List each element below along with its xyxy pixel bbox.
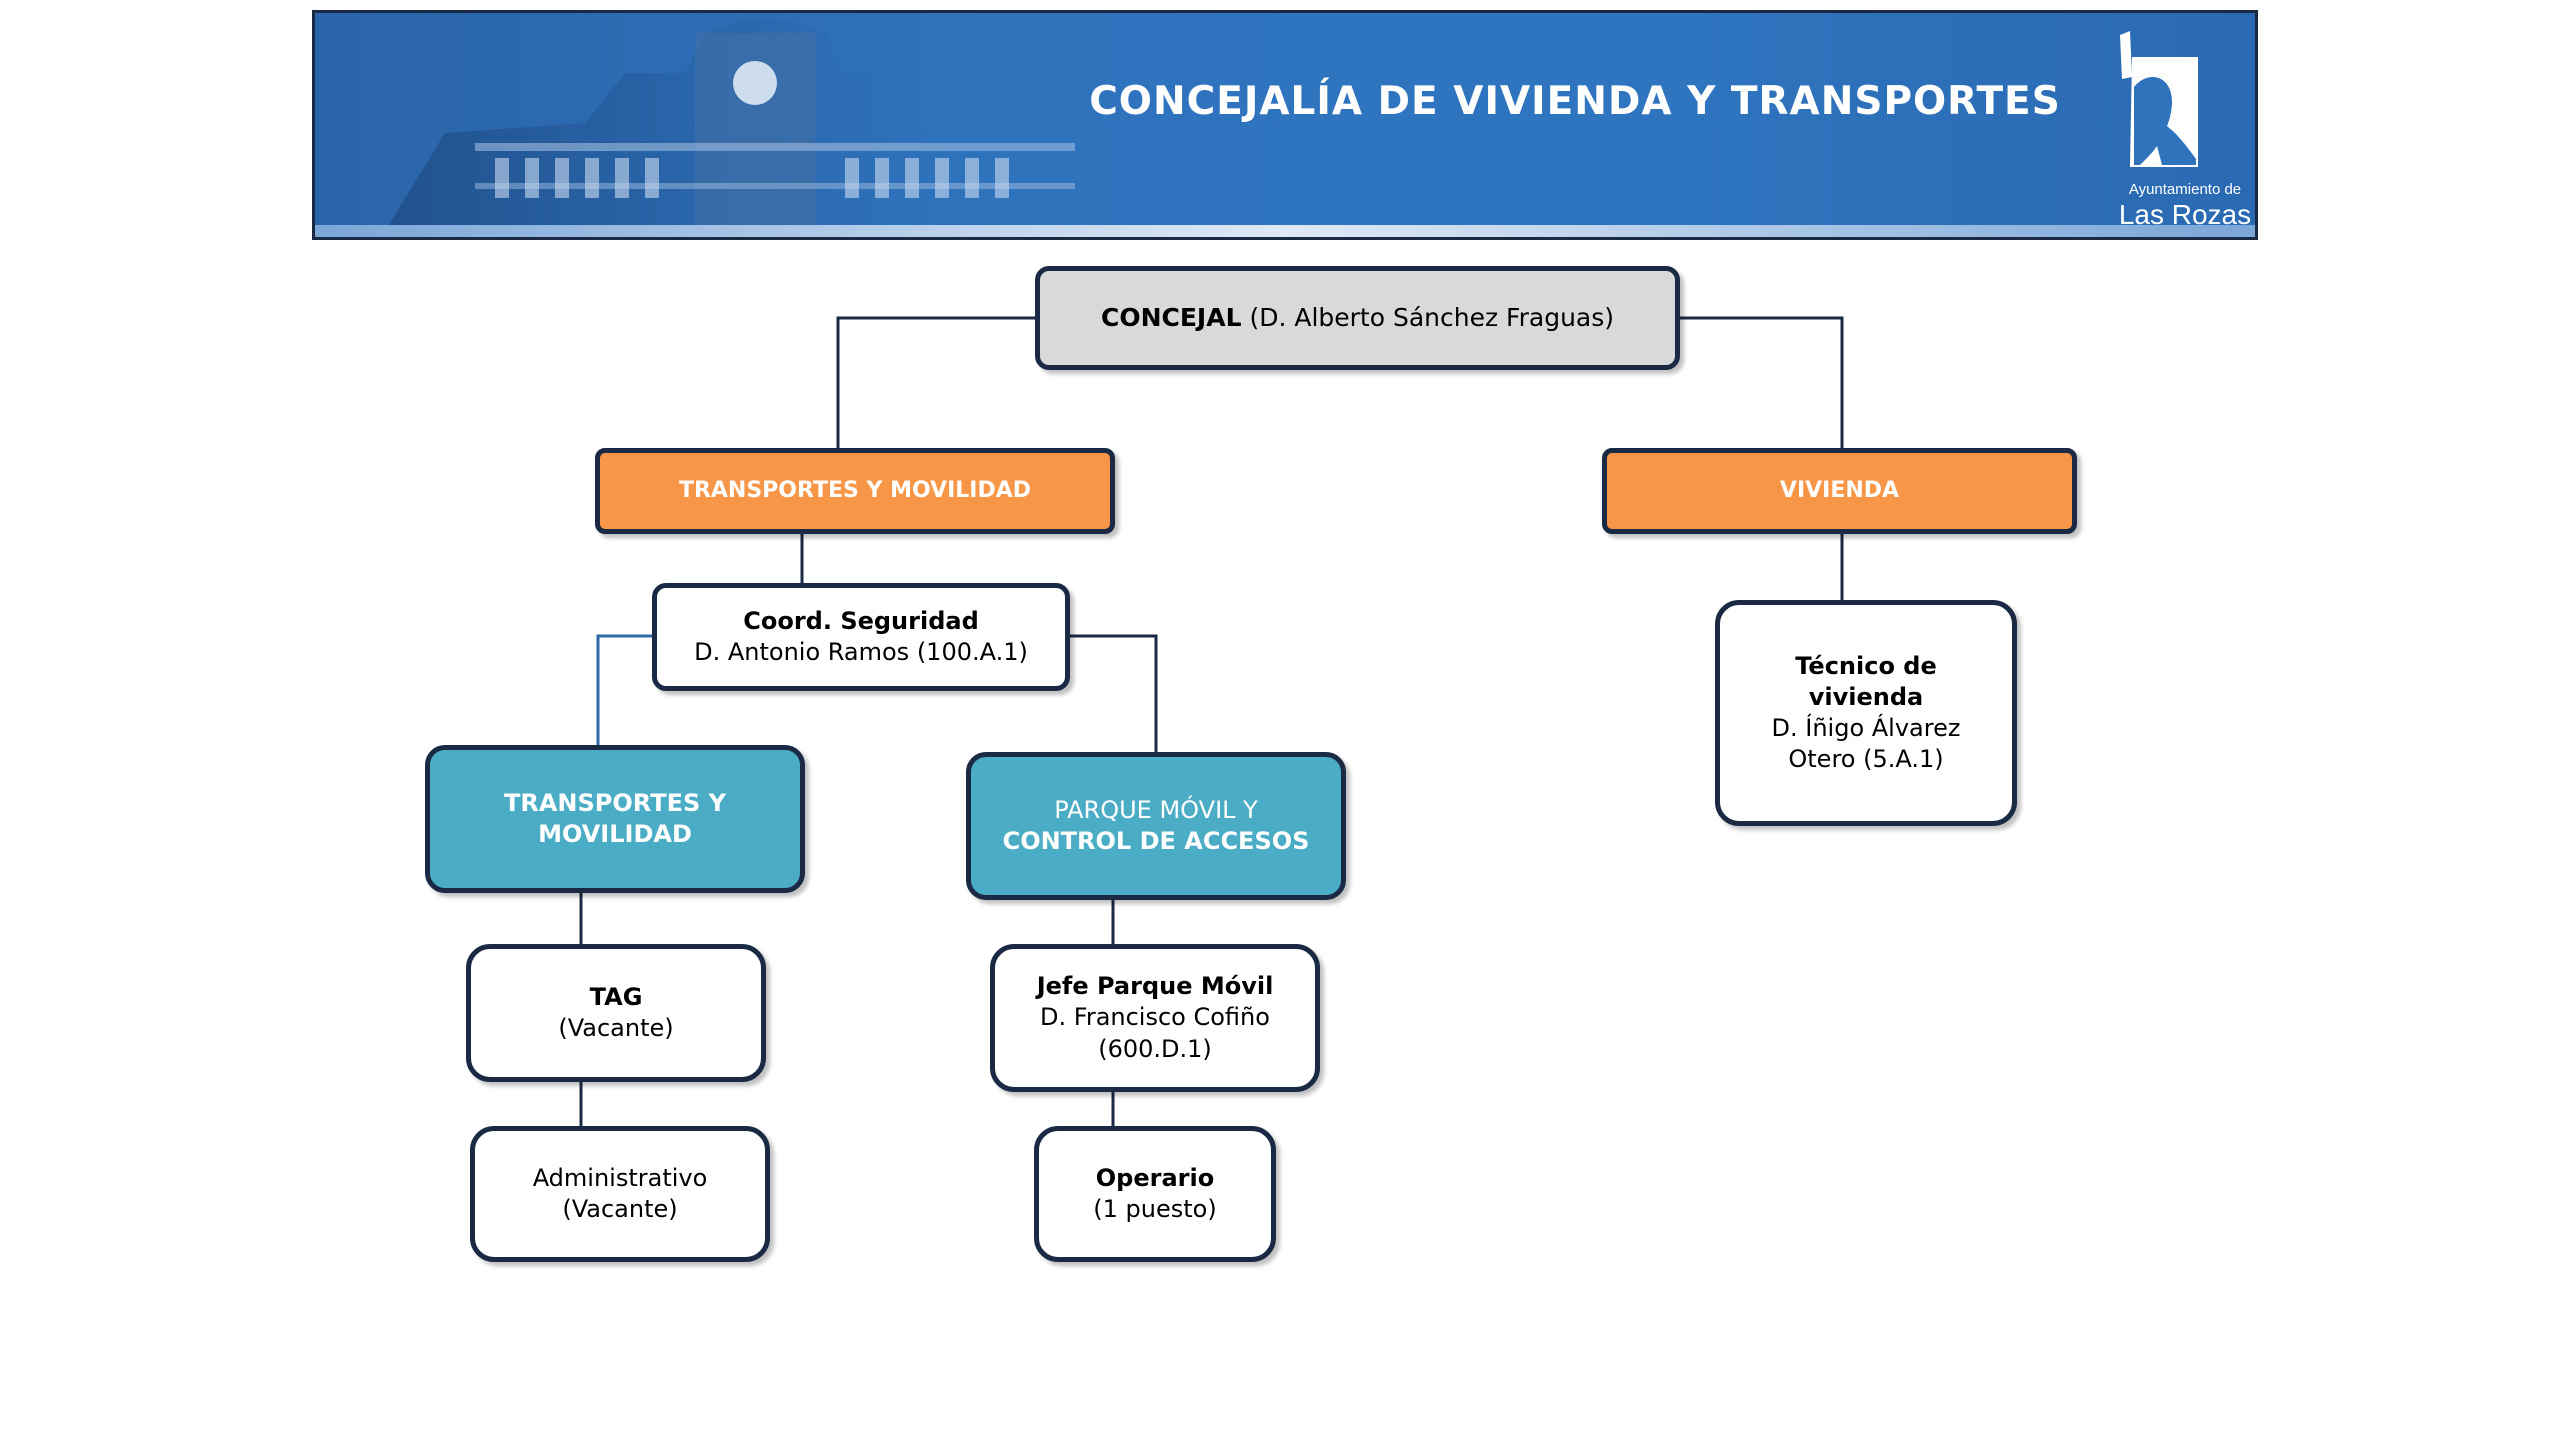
parque-line1: PARQUE MÓVIL Y xyxy=(1054,795,1258,824)
jefe-role: Jefe Parque Móvil xyxy=(1036,972,1274,1001)
coord-seguridad-box: Coord. Seguridad D. Antonio Ramos (100.A… xyxy=(652,583,1070,691)
vivienda-label: VIVIENDA xyxy=(1779,477,1900,503)
connector-coord-parque xyxy=(1068,634,1158,758)
tag-status: (Vacante) xyxy=(558,1014,674,1042)
town-hall-building-image xyxy=(385,19,1185,231)
tag-role: TAG xyxy=(589,982,643,1011)
jefe-name: D. Francisco Cofiño xyxy=(1040,1003,1270,1032)
logo-caption-main: Las Rozas xyxy=(2118,199,2252,230)
coord-name: D. Antonio Ramos (100.A.1) xyxy=(694,638,1028,666)
transportes-sub-line1: TRANSPORTES Y xyxy=(504,788,726,817)
transportes-sub-box: TRANSPORTES Y MOVILIDAD xyxy=(425,745,805,893)
connector-coord-transportes-sub xyxy=(596,634,655,752)
coord-role: Coord. Seguridad xyxy=(743,606,979,635)
page-title: CONCEJALÍA DE VIVIENDA Y TRANSPORTES xyxy=(1089,79,2061,124)
header-banner: CONCEJALÍA DE VIVIENDA Y TRANSPORTES Ayu… xyxy=(312,10,2258,240)
tecnico-line3: D. Íñigo Álvarez xyxy=(1771,714,1961,742)
tag-box: TAG (Vacante) xyxy=(466,944,766,1082)
vivienda-box: VIVIENDA xyxy=(1602,448,2077,534)
transportes-movilidad-label: TRANSPORTES Y MOVILIDAD xyxy=(678,477,1032,503)
las-rozas-logo-icon xyxy=(2120,31,2198,167)
parque-movil-box: PARQUE MÓVIL Y CONTROL DE ACCESOS xyxy=(966,752,1346,900)
tecnico-line2: vivienda xyxy=(1808,682,1924,711)
banner-bottom-stripe xyxy=(315,225,2255,237)
operario-count: (1 puesto) xyxy=(1093,1195,1217,1223)
connector-concejal-transportes xyxy=(836,316,1040,452)
administrativo-status: (Vacante) xyxy=(562,1195,678,1223)
concejal-box: CONCEJAL (D. Alberto Sánchez Fraguas) xyxy=(1035,266,1680,370)
operario-role: Operario xyxy=(1095,1163,1215,1192)
transportes-movilidad-box: TRANSPORTES Y MOVILIDAD xyxy=(595,448,1115,534)
tecnico-line4: Otero (5.A.1) xyxy=(1788,745,1944,774)
concejal-role: CONCEJAL xyxy=(1100,302,1242,332)
jefe-code: (600.D.1) xyxy=(1098,1034,1212,1063)
tecnico-vivienda-box: Técnico de vivienda D. Íñigo Álvarez Ote… xyxy=(1715,600,2017,826)
operario-box: Operario (1 puesto) xyxy=(1034,1126,1276,1262)
transportes-sub-line2: MOVILIDAD xyxy=(538,820,692,848)
tecnico-line1: Técnico de xyxy=(1795,651,1937,680)
concejal-name: (D. Alberto Sánchez Fraguas) xyxy=(1249,302,1615,332)
connector-concejal-vivienda xyxy=(1677,316,1844,452)
administrativo-role: Administrativo xyxy=(532,1163,708,1192)
administrativo-box: Administrativo (Vacante) xyxy=(470,1126,770,1262)
parque-line2: CONTROL DE ACCESOS xyxy=(1002,827,1310,855)
logo-caption-top: Ayuntamiento de xyxy=(2128,181,2242,198)
jefe-parque-box: Jefe Parque Móvil D. Francisco Cofiño (6… xyxy=(990,944,1320,1092)
